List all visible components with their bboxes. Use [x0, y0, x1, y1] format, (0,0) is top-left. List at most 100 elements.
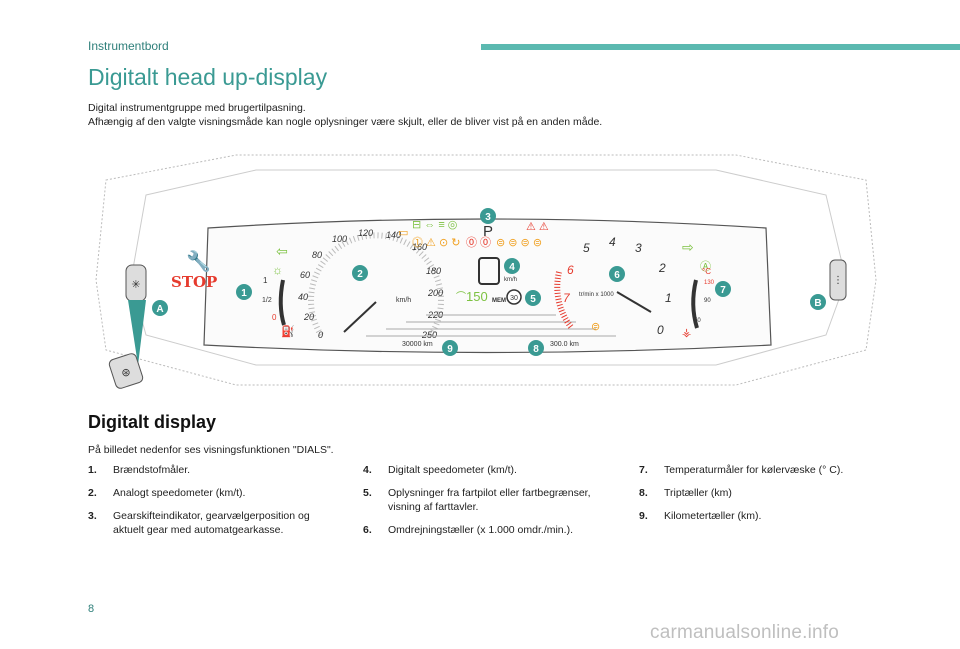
rpm-tick: 4 [609, 235, 616, 249]
rpm-tick: 6 [567, 263, 574, 277]
rpm-tick: 7 [563, 291, 571, 305]
speed-tick: 160 [412, 242, 427, 252]
rpm-tick: 5 [583, 241, 590, 255]
auto-lights-icon: Ⓐ [700, 260, 711, 273]
turn-right-icon: ⇨ [682, 239, 694, 255]
memory-label: MEM [492, 298, 506, 304]
control-lower-icon: ⊛ [121, 367, 130, 379]
callout-a [152, 300, 168, 316]
legend-number: 2. [88, 487, 97, 499]
temp-tick-mid: 90 [704, 298, 711, 304]
lower-control-button [108, 353, 144, 389]
watermark: carmanualsonline.info [650, 622, 840, 643]
rev-needle [616, 291, 652, 313]
speed-unit: km/h [396, 297, 411, 304]
callout-8-label: 8 [533, 344, 539, 355]
speed-tick: 180 [426, 266, 441, 276]
callout-4 [504, 258, 520, 274]
callout-1-label: 1 [241, 288, 247, 299]
page-title: Digitalt head up-display [88, 64, 328, 90]
speed-tick: 80 [312, 250, 322, 260]
legend-column-1: 1.Brændstofmåler. 2. Analogt speedometer … [88, 463, 328, 546]
warning-icon: ▭ [398, 227, 408, 239]
parking-brake-icon: ⊜ [591, 321, 600, 333]
speed-tick: 20 [303, 312, 314, 322]
trip-value: 300.0 km [550, 341, 579, 348]
section-description: På billedet nedenfor ses visningsfunktio… [88, 444, 334, 456]
legend-text: Analogt speedometer (km/t). [113, 487, 246, 499]
legend-column-3: 7.Temperaturmåler for kølervæske (° C). … [639, 463, 879, 532]
temp-tick-high: 130 [704, 280, 715, 286]
temp-tick-low: 50 [694, 318, 701, 324]
rpm-unit: tr/min x 1000 [579, 292, 614, 298]
intro-line: Afhængig af den valgte visningsmåde kan … [88, 116, 603, 128]
warning-icon: ⊟ ⇔ ≡ ◎ [412, 219, 457, 231]
fuel-tick-half: 1/2 [262, 297, 272, 304]
warning-lights-row: ▭ ⊟ ⇔ ≡ ◎ ⓵ ⚠ ⊙ ↻ ⓪ ⓪ ⊜ ⊜ ⊜ ⊜ ⚠ ⚠ [398, 219, 549, 249]
display-screen [203, 218, 772, 354]
legend-number: 9. [639, 510, 648, 522]
rpm-tick: 0 [657, 323, 664, 337]
legend-item: 4. Digitalt speedometer (km/t). [363, 463, 603, 477]
speed-tick: 100 [332, 234, 347, 244]
callout-b [810, 294, 826, 310]
callout-5 [525, 290, 541, 306]
instrument-cluster-illustration: ✳ ⊛ A ⋮ B 🔧 STOP ⇦ ☼ 1 1/2 0 ⛽ 1 0 20 40… [95, 154, 877, 389]
legend-text: Triptæller (km) [664, 487, 732, 499]
legend-item: 5. Oplysninger fra fartpilot eller fartbe… [363, 486, 603, 514]
section-title: Digitalt display [88, 412, 217, 432]
speed-tick: 0 [318, 330, 323, 340]
legend-text: Gearskifteindikator, gearvælgerposition … [113, 510, 310, 536]
callout-1 [236, 284, 252, 300]
legend-text: Digitalt speedometer (km/t). [388, 464, 517, 476]
fuel-pump-icon: ⛽ [281, 325, 295, 338]
callout-a-label: A [156, 304, 163, 315]
callout-6 [609, 266, 625, 282]
lights-icon: ☼ [272, 263, 283, 277]
callout-9 [442, 340, 458, 356]
fuel-tick-empty: 0 [272, 313, 277, 322]
light-control-icon: ✳ [131, 279, 140, 291]
fuel-gauge-arc [278, 279, 286, 326]
temp-unit: °C [702, 267, 711, 276]
header-accent-bar [481, 44, 960, 50]
legend-item: 3.Gearskifteindikator, gearvælgerpositio… [88, 509, 328, 537]
speedometer-needle [343, 301, 377, 333]
legend-text: Oplysninger fra fartpilot eller fartbegr… [388, 487, 591, 513]
legend-item: 7.Temperaturmåler for kølervæske (° C). [639, 463, 879, 477]
rpm-tick: 1 [665, 291, 672, 305]
callout-4-label: 4 [509, 262, 515, 273]
legend-number: 7. [639, 464, 648, 476]
legend-item: 2. Analogt speedometer (km/t). [88, 486, 328, 500]
callout-7-label: 7 [720, 285, 726, 296]
turn-left-icon: ⇦ [276, 243, 288, 259]
gear-indicator: P [483, 223, 493, 240]
digital-speed-unit: km/h [504, 277, 517, 283]
speed-limit-value: 30 [510, 295, 518, 302]
speed-tick: 200 [427, 288, 443, 298]
callout-3-label: 3 [485, 212, 491, 223]
coolant-icon: ⚶ [682, 327, 691, 339]
road-graphic [366, 314, 616, 337]
right-control-dots: ⋮ [833, 275, 843, 286]
temp-gauge-arc [691, 279, 699, 329]
right-control-button [829, 259, 847, 301]
warning-icon: ⚠ ⚠ [526, 221, 549, 233]
intro-line: Digital instrumentgruppe med brugertilpa… [88, 102, 306, 114]
legend-text: Omdrejningstæller (x 1.000 omdr./min.). [388, 524, 573, 536]
legend-item: 1.Brændstofmåler. [88, 463, 328, 477]
rpm-tick: 2 [658, 261, 666, 275]
speed-tick: 140 [386, 230, 401, 240]
callout-7 [715, 281, 731, 297]
legend-number: 5. [363, 487, 372, 499]
callout-b-label: B [814, 298, 821, 309]
stop-warning: STOP [171, 273, 217, 291]
dashboard-contour [95, 154, 877, 386]
speed-tick: 250 [421, 330, 437, 340]
legend-number: 4. [363, 464, 372, 476]
speed-tick: 40 [298, 292, 308, 302]
digital-speed-box [478, 257, 500, 285]
speed-limit-sign [506, 289, 522, 305]
warning-icon: ⓪ ⓪ [466, 236, 491, 249]
callout-5-label: 5 [530, 294, 536, 305]
